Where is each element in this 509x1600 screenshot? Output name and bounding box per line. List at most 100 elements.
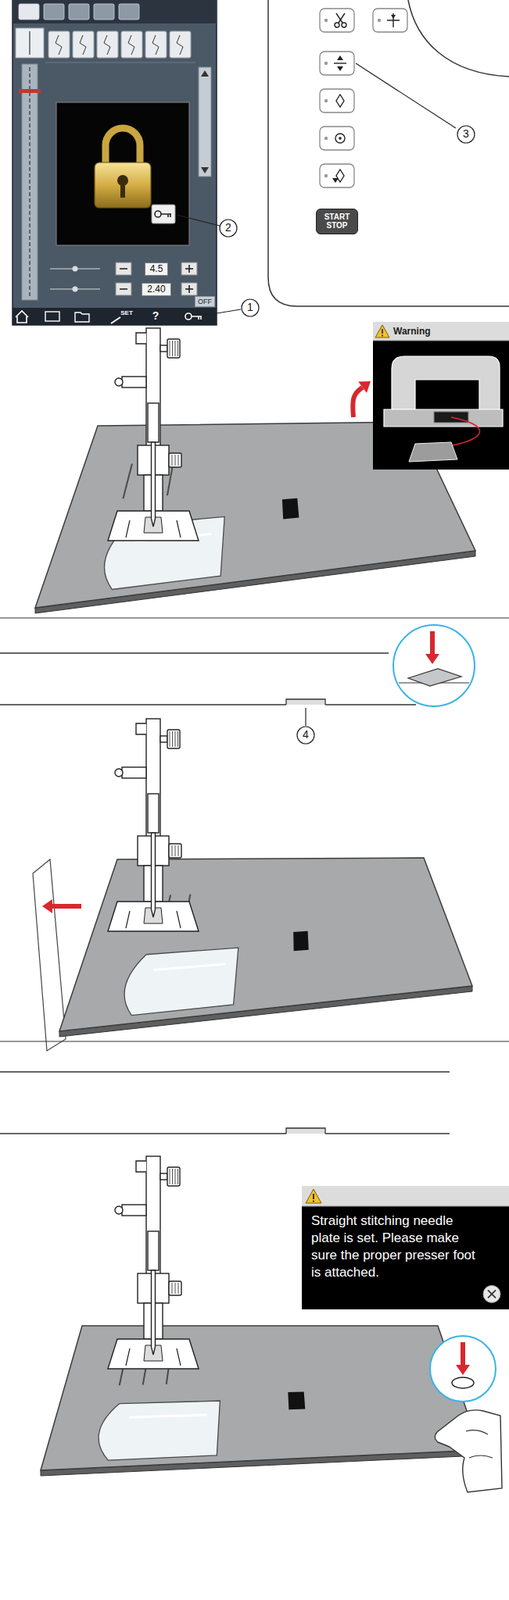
bed-edge [0,704,287,706]
small-plate [408,442,458,463]
arrow-shaft [52,904,82,910]
callout-number: 4 [302,729,309,742]
header-rule [301,1207,509,1208]
button-led [377,18,381,22]
screw-knurl [175,845,176,857]
presser-lift-icon [333,62,347,64]
screw-knurl [169,731,171,748]
lock-stitch-dot [338,136,342,140]
screw-knurl [175,340,176,357]
screen-bottom-bar [12,308,217,326]
toolbar-icon [68,3,90,20]
head-outline [268,0,509,307]
thread-guide [136,333,147,345]
plus-button [181,262,198,276]
bracket-screw [114,769,123,778]
bed-edge [0,1071,450,1073]
lift-arrow-down [336,66,344,72]
stitch-glyph [176,35,183,55]
callout-circle [297,727,315,745]
screw-knurl [178,1283,180,1295]
feed-window [287,1393,305,1412]
needle-clamp [147,403,159,443]
presser-bar [146,1157,161,1283]
button-label: OFF [197,297,212,307]
presser-foot [107,1157,199,1370]
machine-icon [45,311,60,322]
arrow-head [358,381,371,394]
panel-button [319,8,355,33]
needle-clamp [147,794,159,834]
toolbar-icon [118,3,140,20]
screw-knurl [172,731,173,748]
value-box: 4.5 [144,262,169,277]
scroll-bar [198,67,212,177]
needle-clamp [147,1232,159,1272]
screw-knurl [175,1169,176,1186]
stitch-button [121,31,143,58]
button-led [324,174,328,178]
bracket-screw [114,378,123,387]
needle [151,1271,156,1356]
foot-screw [168,1282,182,1297]
start-stop-button: START STOP [315,208,359,235]
callout-circle [219,219,237,237]
machine-picture [383,356,503,463]
plus-glyph [188,265,190,273]
scroll-divider [45,62,196,64]
screw-knurl [172,455,173,466]
close-glyph [487,1290,496,1299]
screw-knurl [178,845,180,857]
callout-circle [241,299,259,317]
warning-popup: Warning [372,322,509,470]
panel-button [372,8,408,33]
step-release-plate [0,625,475,1052]
stitch-dash [28,67,30,298]
button-body [319,8,355,33]
screw-knurl [169,340,171,357]
foot-screw [168,844,182,859]
release-button [286,1129,326,1135]
panel-button [319,126,355,151]
panel-button [319,164,355,188]
button-body [319,89,355,113]
wrench-icon [111,317,121,324]
stitch-button [169,31,191,58]
finger-crease [465,1431,493,1459]
needle-plate [59,858,473,1038]
popup-graphic [372,322,509,470]
popup-header [372,322,509,341]
screw-knurl [177,1169,179,1186]
slider-knob [72,266,79,273]
control-screen [12,0,217,326]
toolbar-icon [93,3,115,20]
screw-knurl [172,340,173,357]
minus-button [115,262,132,276]
unlock-key-button [151,204,176,224]
stitch-glyph [79,35,87,55]
section-divider [0,617,509,619]
plate-surface [40,1326,481,1472]
header-rule [372,340,509,342]
head-curve [408,0,509,77]
machine-body [391,356,500,413]
key-icon [185,313,202,320]
help-icon: ? [152,310,160,323]
feed-window [282,498,299,520]
presser-bar [146,328,161,454]
guide-bracket [121,1205,147,1217]
exclamation-dot [312,1200,315,1203]
bobbin-cover [98,1401,220,1462]
slider-marker [18,89,41,94]
arrow-head [425,654,440,665]
stitch-glyph [103,35,111,55]
needle-stop-icon [336,94,345,108]
plus-glyph [188,285,190,294]
plate-opening [32,860,66,1052]
stitch-button [72,31,94,58]
screen-body [12,0,217,326]
red-arrow [352,381,371,418]
arrow-shaft [460,1343,466,1366]
